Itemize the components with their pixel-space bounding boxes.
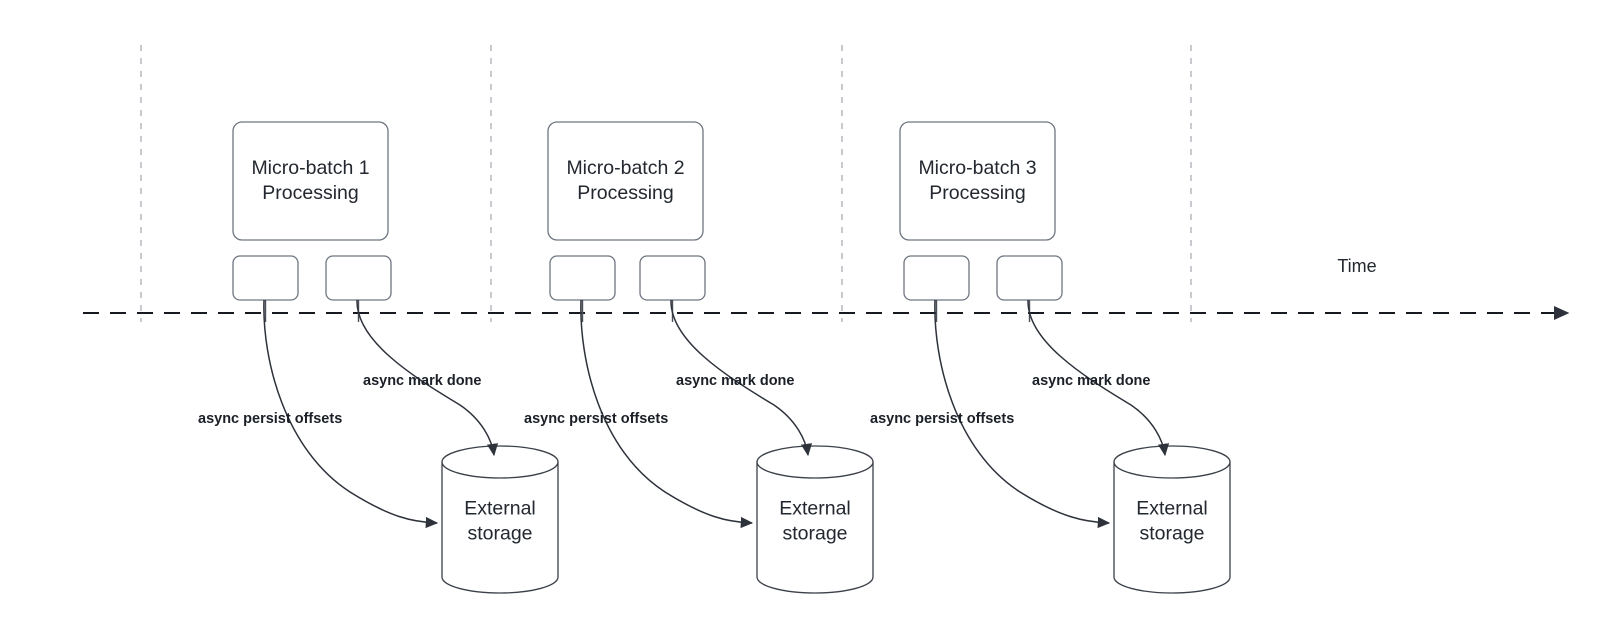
process-box-label-line2: Processing: [262, 182, 358, 204]
process-box-label-line2: Processing: [929, 182, 1025, 204]
process-box-label-line1: Micro-batch 3: [918, 157, 1036, 179]
cylinder-top: [756, 445, 874, 479]
edge-async-persist-offsets-2-label: async persist offsets: [524, 411, 668, 427]
time-axis-label: Time: [1337, 256, 1376, 276]
storage-label-line1: External: [1136, 498, 1208, 520]
process-box-2[interactable]: Micro-batch 2 Processing: [547, 121, 704, 241]
edge-async-persist-offsets-3[interactable]: [934, 299, 1111, 529]
process-box-label-line1: Micro-batch 2: [566, 157, 684, 179]
storage-label-line2: storage: [782, 523, 847, 545]
cylinder-body: [1113, 461, 1231, 594]
edge-async-mark-done-1[interactable]: [356, 299, 499, 457]
storage-label-line1: External: [464, 498, 536, 520]
edge-async-mark-done-2[interactable]: [670, 299, 813, 457]
edge-async-persist-offsets-3-label: async persist offsets: [870, 411, 1014, 427]
task-box-persist-3[interactable]: [903, 255, 970, 301]
process-box-label-line1: Micro-batch 1: [251, 157, 369, 179]
edge-async-mark-done-3-label: async mark done: [1032, 373, 1150, 389]
process-box-shape[interactable]: [232, 121, 389, 241]
task-box-markdone-2[interactable]: [639, 255, 706, 301]
process-box-1[interactable]: Micro-batch 1 Processing: [232, 121, 389, 241]
cylinder-top: [441, 445, 559, 479]
edge-async-mark-done-3[interactable]: [1027, 299, 1170, 457]
edge-async-mark-done-1-label: async mark done: [363, 373, 481, 389]
edge-async-persist-offsets-1-label: async persist offsets: [198, 411, 342, 427]
storage-cylinder-2[interactable]: External storage: [756, 445, 874, 594]
storage-label-line1: External: [779, 498, 851, 520]
storage-label-line2: storage: [1139, 523, 1204, 545]
task-box-markdone-3[interactable]: [996, 255, 1063, 301]
process-box-shape[interactable]: [547, 121, 704, 241]
edge-async-persist-offsets-2[interactable]: [580, 299, 754, 529]
storage-label-line2: storage: [467, 523, 532, 545]
cylinder-body: [441, 461, 559, 594]
edge-async-mark-done-2-label: async mark done: [676, 373, 794, 389]
process-box-label-line2: Processing: [577, 182, 673, 204]
task-box-persist-1[interactable]: [232, 255, 299, 301]
process-box-3[interactable]: Micro-batch 3 Processing: [899, 121, 1056, 241]
task-box-markdone-1[interactable]: [325, 255, 392, 301]
process-box-shape[interactable]: [899, 121, 1056, 241]
edge-async-persist-offsets-1[interactable]: [263, 299, 439, 529]
storage-cylinder-3[interactable]: External storage: [1113, 445, 1231, 594]
cylinder-top: [1113, 445, 1231, 479]
task-box-persist-2[interactable]: [549, 255, 616, 301]
time-axis: Time: [83, 256, 1570, 320]
storage-cylinder-1[interactable]: External storage: [441, 445, 559, 594]
cylinder-body: [756, 461, 874, 594]
